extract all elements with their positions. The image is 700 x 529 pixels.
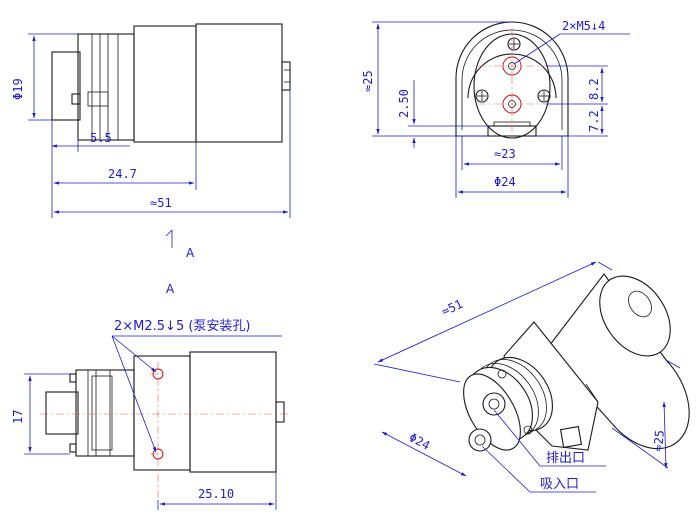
bottom-view: 2×M2.5↓5 (泵安装孔) 17 25.10 xyxy=(11,319,290,510)
end-dia-24-label: Φ24 xyxy=(494,175,516,189)
front-len-51-label: ≈51 xyxy=(150,196,172,210)
inlet-label: 吸入口 xyxy=(540,477,579,492)
front-len-24-7-label: 24.7 xyxy=(108,167,137,181)
front-len-5-5-label: 5.5 xyxy=(90,131,112,145)
end-h-2-50-label: 2.50 xyxy=(397,89,411,118)
iso-len-51-label: ≈51 xyxy=(439,297,465,319)
iso-dia-24-label: Φ24 xyxy=(407,430,433,453)
end-h-7-2-label: 7.2 xyxy=(587,110,601,132)
section-marker-upper: A xyxy=(186,246,195,260)
section-marker: A A xyxy=(165,229,195,296)
end-h-25-label: ≈25 xyxy=(361,70,375,92)
front-view: Φ19 5.5 24.7 ≈51 xyxy=(11,23,291,218)
outlet-label: 排出口 xyxy=(546,451,585,466)
bottom-hole-note: 2×M2.5↓5 (泵安装孔) xyxy=(114,319,251,334)
end-thread-note: 2×M5↓4 xyxy=(562,19,605,33)
end-h-8-2-label: 8.2 xyxy=(587,78,601,100)
bottom-h-17-label: 17 xyxy=(11,410,25,424)
front-dia-19-label: Φ19 xyxy=(11,78,25,100)
end-w-23-label: ≈23 xyxy=(494,147,516,161)
end-view: 2×M5↓4 ≈25 2.50 8.2 7.2 ≈23 Φ24 xyxy=(361,19,630,198)
bottom-len-25-10-label: 25.10 xyxy=(198,487,234,501)
iso-view: ≈51 Φ24 ≈25 排出口 吸入口 xyxy=(373,261,690,493)
iso-h-25-label: ≈25 xyxy=(651,429,667,452)
section-marker-lower: A xyxy=(166,282,175,296)
